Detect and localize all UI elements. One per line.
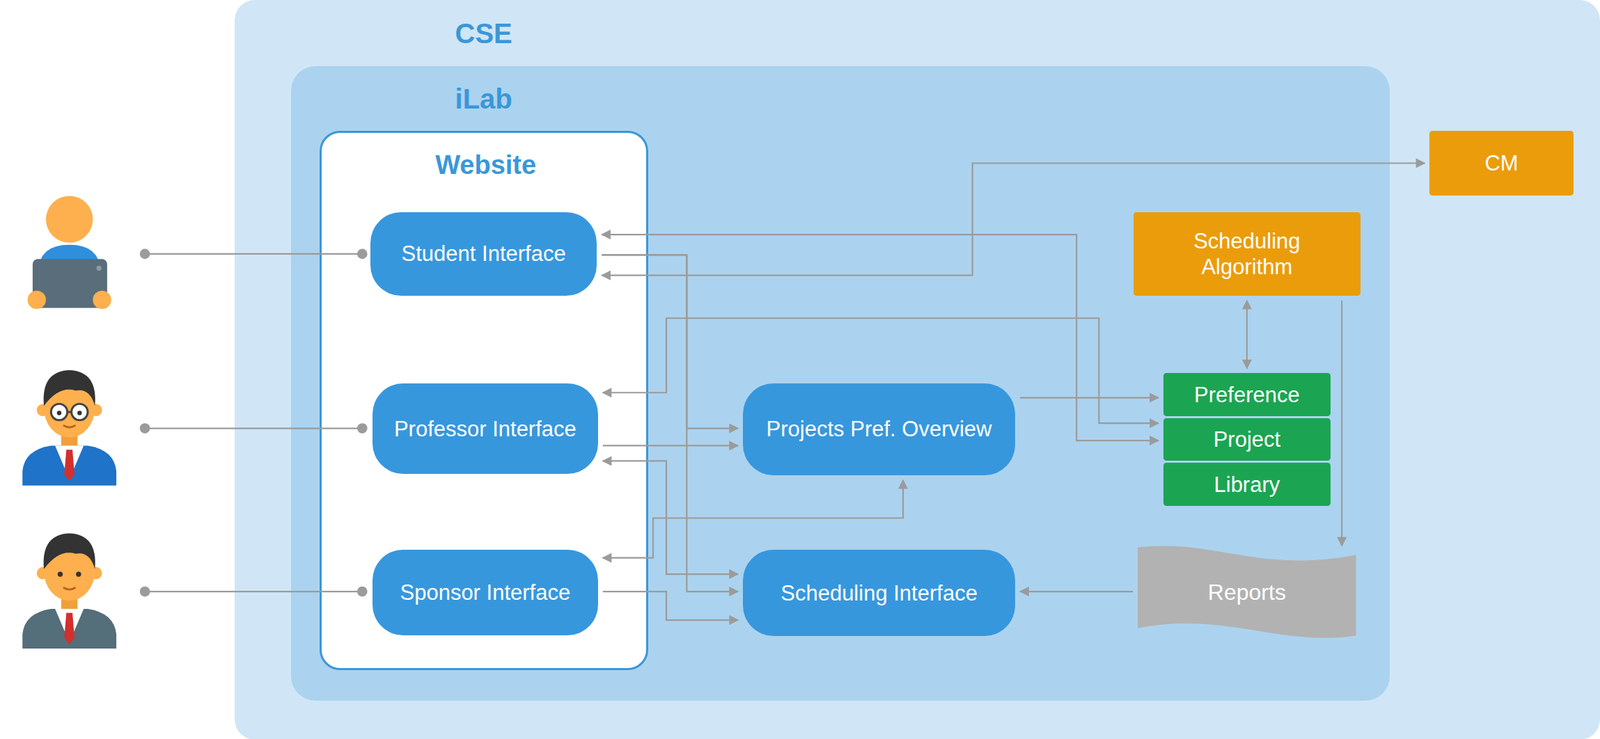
actor-wire [144, 591, 363, 593]
connector-arrow [601, 234, 1158, 441]
process-box: Scheduling Interface [742, 550, 1016, 638]
student-icon [27, 195, 112, 310]
wire-dot [139, 586, 151, 598]
mouth [63, 587, 76, 590]
region-panel: CSE iLabWebsiteStudent InterfaceProfessor… [234, 0, 1600, 739]
process-box: Projects Pref. Overview [742, 383, 1016, 476]
sponsor-icon [22, 534, 117, 650]
region-heading: iLab [344, 82, 624, 116]
professor-icon [22, 370, 117, 486]
connector-arrow [1020, 591, 1133, 593]
wire-dot [357, 249, 368, 260]
connector-arrow [1340, 300, 1343, 546]
box-label: Reports [1208, 579, 1286, 606]
region-heading: Website [346, 149, 626, 182]
connector-arrow [1020, 396, 1159, 399]
student-hand [92, 291, 111, 310]
glasses [71, 403, 88, 420]
algorithm-box: Scheduling Algorithm [1133, 212, 1360, 296]
connector-arrow [601, 254, 739, 429]
glasses-bridge [67, 411, 72, 414]
box-label: Student Interface [401, 240, 567, 267]
connector-arrow [1246, 300, 1248, 369]
external-box: CM [1429, 130, 1574, 197]
glasses [50, 403, 67, 420]
connector-arrow [602, 444, 739, 447]
wire-dot [139, 249, 151, 260]
eye [75, 571, 81, 577]
website-panel: WebsiteStudent InterfaceProfessor Interf… [319, 130, 649, 671]
wire-dot [357, 586, 368, 598]
box-label: Professor Interface [394, 416, 577, 443]
wire-dot [139, 423, 151, 434]
document-fill [1137, 545, 1357, 638]
connector-arrow [601, 162, 1425, 276]
box-label: CM [1484, 150, 1518, 177]
box-label: Projects Pref. Overview [766, 416, 993, 443]
student-head [45, 195, 93, 243]
mouth [63, 425, 76, 428]
connector-arrow [602, 318, 1159, 424]
region-heading: CSE [344, 16, 624, 51]
student-hand [27, 291, 46, 310]
sponsor-suit [22, 609, 117, 649]
sponsor-hair [43, 534, 96, 570]
box-label: Preference [1194, 382, 1300, 409]
wire-dot [357, 423, 368, 434]
professor-suit [22, 445, 117, 486]
box-label: Scheduling Interface [780, 580, 978, 607]
eye [77, 410, 82, 415]
connector-arrow [601, 254, 739, 592]
data-box: Preference [1163, 373, 1331, 417]
data-box: Library [1163, 463, 1331, 507]
connector-arrow [602, 591, 739, 621]
box-label: Project [1213, 426, 1281, 453]
sponsor-tie [64, 613, 75, 645]
region-panel: iLabWebsiteStudent InterfaceProfessor In… [291, 66, 1390, 702]
eye [57, 410, 62, 415]
interface-box: Sponsor Interface [372, 550, 599, 636]
document-shape: Reports [1137, 545, 1357, 640]
box-label: Sponsor Interface [399, 579, 571, 606]
actor-wire [144, 427, 363, 429]
actor-wire [144, 253, 363, 255]
interface-box: Professor Interface [372, 383, 599, 475]
box-label: Library [1214, 472, 1281, 498]
eye [57, 571, 63, 577]
data-box: Project [1163, 418, 1331, 462]
laptop-dot [96, 265, 101, 271]
box-label: Scheduling Algorithm [1176, 228, 1318, 280]
professor-tie [64, 449, 75, 482]
professor-hair [43, 370, 96, 406]
connector-arrow [602, 480, 904, 559]
interface-box: Student Interface [370, 212, 597, 296]
